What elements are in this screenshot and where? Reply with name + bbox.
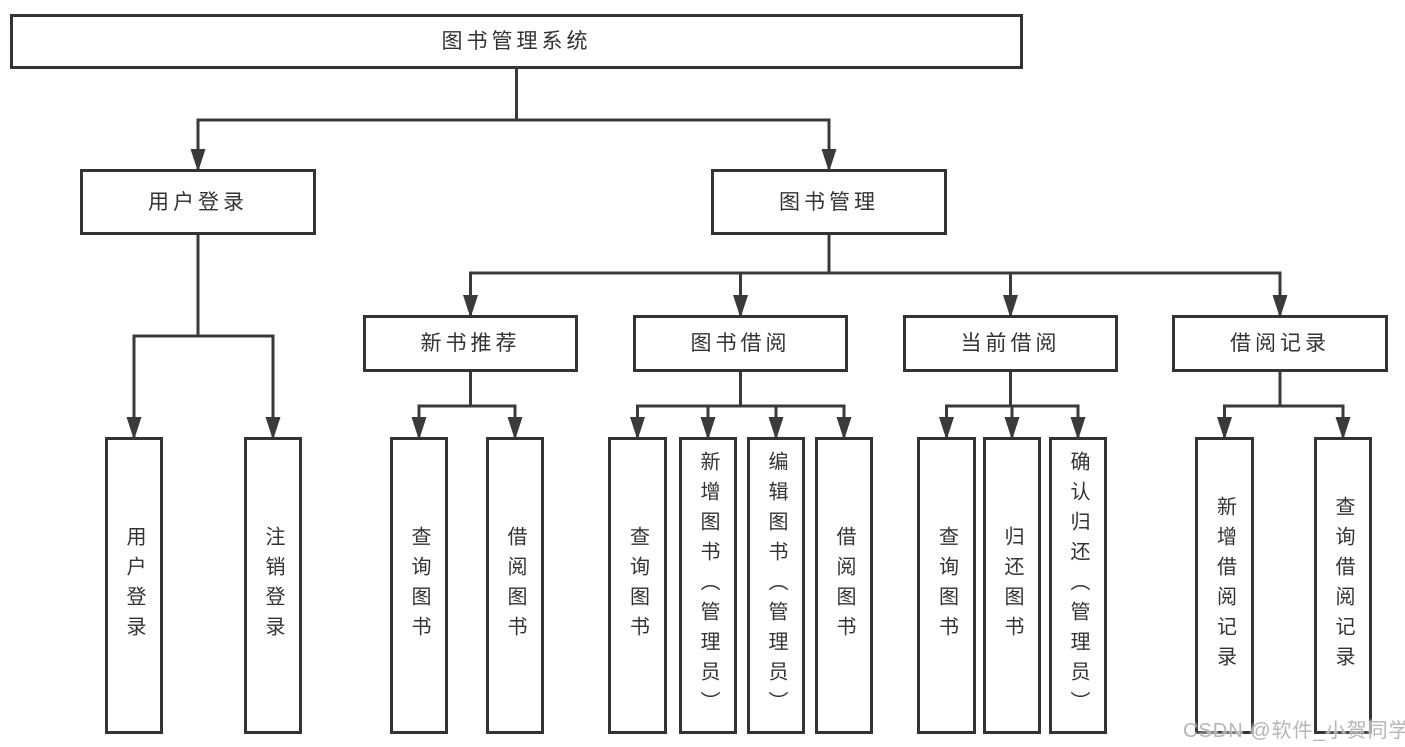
node-label: 图书管理 — [779, 190, 879, 214]
node-root: 图书管理系统 — [10, 14, 1023, 69]
node-label: 新书推荐 — [420, 332, 521, 355]
node-label: 用户登录 — [123, 525, 145, 646]
node-label: 当前借阅 — [960, 332, 1061, 355]
node-leaf-return-books: 归还图书 — [983, 437, 1041, 734]
node-leaf-confirm-return-admin: 确认归还（管理员） — [1049, 437, 1107, 734]
node-label: 归还图书 — [1001, 525, 1023, 646]
connector-user-login-bus — [132, 334, 275, 438]
node-leaf-add-books-admin: 新增图书（管理员） — [679, 437, 737, 734]
node-leaf-query-books: 查询图书 — [917, 437, 976, 734]
node-leaf-user-login: 用户登录 — [105, 437, 163, 734]
node-leaf-query-books: 查询图书 — [608, 437, 667, 734]
node-label: 借阅图书 — [504, 525, 526, 646]
node-label: 查询图书 — [935, 525, 958, 646]
node-leaf-query-books: 查询图书 — [390, 437, 448, 734]
connector-book-mgmt-bus — [469, 271, 1282, 316]
node-label: 借阅记录 — [1230, 332, 1330, 355]
node-label: 新增图书（管理员） — [697, 450, 719, 721]
node-label: 注销登录 — [262, 525, 284, 646]
node-label: 查询图书 — [408, 525, 430, 646]
connector-borrow-records-bus — [1223, 404, 1345, 438]
node-label: 图书管理系统 — [441, 30, 592, 53]
csdn-watermark: CSDN @软件_小贺同学 — [1183, 720, 1405, 742]
node-borrow-records: 借阅记录 — [1172, 315, 1388, 372]
connector-root-bus — [196, 118, 831, 170]
node-label: 确认归还（管理员） — [1067, 450, 1089, 721]
node-book-borrowing: 图书借阅 — [633, 315, 848, 372]
node-label: 查询借阅记录 — [1332, 495, 1354, 676]
node-current-borrowing: 当前借阅 — [903, 315, 1118, 372]
node-label: 借阅图书 — [833, 525, 855, 646]
node-label: 新增借阅记录 — [1213, 495, 1236, 676]
node-new-book-recommendation: 新书推荐 — [363, 315, 578, 372]
node-label: 编辑图书（管理员） — [765, 450, 787, 721]
node-leaf-logout: 注销登录 — [244, 437, 302, 734]
connector-new-book-rec-bus — [417, 404, 517, 438]
node-label: 用户登录 — [148, 190, 248, 214]
node-leaf-borrow-books: 借阅图书 — [486, 437, 544, 734]
node-leaf-borrow-books: 借阅图书 — [815, 437, 873, 734]
node-label: 查询图书 — [626, 525, 649, 646]
connector-book-borrow-bus — [636, 404, 846, 438]
node-book-management: 图书管理 — [711, 169, 947, 235]
node-label: 图书借阅 — [690, 332, 791, 355]
node-user-login: 用户登录 — [80, 169, 316, 235]
node-leaf-query-borrow-record: 查询借阅记录 — [1314, 437, 1372, 734]
node-leaf-add-borrow-record: 新增借阅记录 — [1195, 437, 1254, 734]
node-leaf-edit-books-admin: 编辑图书（管理员） — [747, 437, 805, 734]
